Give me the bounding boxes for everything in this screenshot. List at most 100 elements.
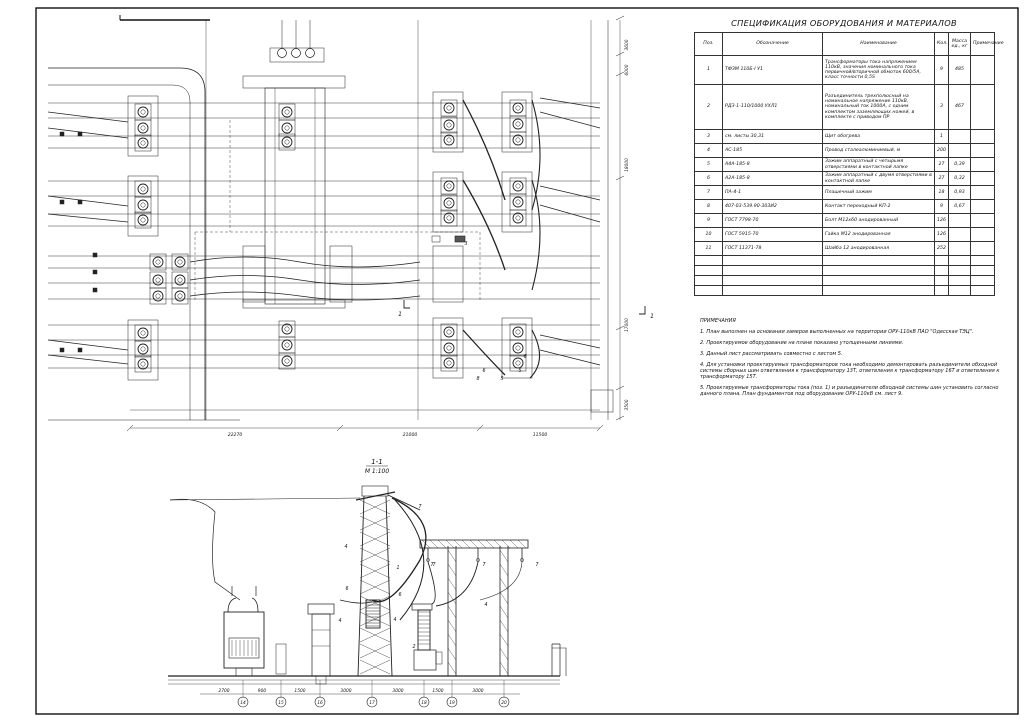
spec-cell-pos: 5 — [694, 157, 723, 172]
conductor — [539, 204, 601, 223]
spec-cell-pos: 8 — [694, 199, 723, 214]
ct-symbol — [443, 180, 455, 192]
spec-cell-designation: 407-03-539.90-303И2 — [722, 199, 823, 214]
spec-cell-designation: ТФЗМ 110Б-I У1 — [722, 55, 823, 85]
ct-symbol — [512, 357, 524, 369]
terminal-insulator — [291, 48, 301, 58]
ct-symbol-core — [155, 277, 161, 283]
section-dim: 3000 — [472, 688, 483, 694]
terminal-insulator — [305, 48, 315, 58]
ct-symbol — [443, 134, 455, 146]
equipment-frame — [278, 320, 296, 338]
spec-empty-cell — [722, 285, 823, 296]
support-post — [92, 252, 98, 258]
spec-cell-note — [970, 171, 995, 186]
spec-cell-name: Трансформаторы тока напряжением 110кВ, з… — [822, 55, 935, 85]
axis-bubble — [418, 696, 430, 708]
equipment-frame — [440, 131, 458, 149]
bus-wire — [189, 275, 421, 285]
spec-empty-cell — [948, 285, 971, 296]
designed-wire — [462, 179, 506, 271]
bay-frame — [432, 245, 464, 303]
tower-brace — [359, 611, 391, 627]
conductor — [47, 339, 129, 351]
road-boundary — [48, 67, 206, 420]
spec-empty-cell — [948, 275, 971, 286]
dim-tick — [615, 325, 625, 331]
section-dim: 3000 — [340, 688, 351, 694]
equipment-frame — [278, 336, 296, 354]
portal-brace — [499, 661, 509, 675]
axis-bubble — [366, 696, 378, 708]
spec-cell-designation: ГОСТ 7798-70 — [722, 213, 823, 228]
spec-cell-note — [970, 241, 995, 256]
support-cap — [307, 603, 335, 615]
spec-cell-pos: 7 — [694, 185, 723, 200]
bay-frame — [501, 171, 533, 233]
ct-symbol — [281, 339, 293, 351]
spec-empty-cell — [694, 265, 723, 276]
header-qty: Кол. — [934, 32, 949, 56]
ct-symbol-core — [177, 293, 183, 299]
section-callout: 7 — [535, 562, 538, 568]
equipment-frame — [171, 287, 189, 305]
header-designation: Обозначение — [722, 32, 823, 56]
ct-symbol-core — [177, 259, 183, 265]
ct-symbol — [512, 102, 524, 114]
spec-empty-cell — [822, 265, 935, 276]
portal-brace — [447, 605, 457, 619]
bay-frame — [432, 171, 464, 233]
designed-wire — [462, 329, 506, 376]
bay-frame — [329, 245, 353, 303]
spec-empty-cell — [694, 285, 723, 296]
beam-brace — [429, 539, 439, 549]
spec-cell-designation: А2А-185-8 — [722, 171, 823, 186]
beam-brace — [461, 539, 471, 549]
note-1: 1. План выполнен на основании замеров вы… — [700, 329, 974, 335]
spec-cell-name: Шайба 12 анодированная — [822, 241, 935, 256]
ct-symbol-core — [446, 200, 452, 206]
ct-symbol — [443, 326, 455, 338]
spec-cell-mass — [948, 143, 971, 158]
axis-mark: 18 — [421, 700, 427, 706]
dim-18000: 18000 — [624, 158, 630, 172]
axis-mark: 17 — [369, 700, 375, 706]
portal-brace — [447, 619, 457, 633]
ct-symbol — [281, 106, 293, 118]
header-mass: Масса ед., кг — [948, 32, 971, 56]
equipment-frame — [278, 103, 296, 121]
ct-symbol-core — [446, 137, 452, 143]
beam-brace — [517, 539, 527, 549]
disconnector-top — [411, 603, 433, 611]
tower-brace — [359, 595, 391, 611]
spec-cell-mass: 0,39 — [948, 157, 971, 172]
equipment-frame — [278, 133, 296, 151]
spec-empty-row — [694, 265, 995, 276]
support-post — [77, 131, 83, 137]
spec-empty-cell — [934, 265, 949, 276]
portal-beam — [419, 539, 529, 549]
ct-symbol-core — [515, 199, 521, 205]
spec-cell-note — [970, 55, 995, 85]
note-3: 3. Данный лист рассматривать совместно с… — [700, 351, 843, 357]
note-4: 4. Для установки проектируемых трансформ… — [700, 362, 1000, 380]
overhead-wire — [169, 497, 361, 501]
ct-symbol — [443, 102, 455, 114]
equipment-frame — [134, 119, 152, 137]
spec-title: СПЕЦИФИКАЦИЯ ОБОРУДОВАНИЯ И МАТЕРИАЛОВ — [731, 18, 957, 28]
spec-cell-mass: 467 — [948, 84, 971, 130]
equipment-frame — [509, 115, 527, 133]
equipment-frame — [440, 209, 458, 227]
equipment-frame — [134, 196, 152, 214]
section-title: 1-1 — [371, 458, 382, 466]
portal-brace — [499, 591, 509, 605]
spec-empty-cell — [694, 275, 723, 286]
terminal-insulator — [277, 48, 287, 58]
equipment-frame — [440, 323, 458, 341]
section-dim: 1500 — [432, 688, 443, 694]
section-callout: 7 — [482, 562, 485, 568]
tower-brace — [359, 499, 391, 515]
conductor — [47, 195, 129, 207]
